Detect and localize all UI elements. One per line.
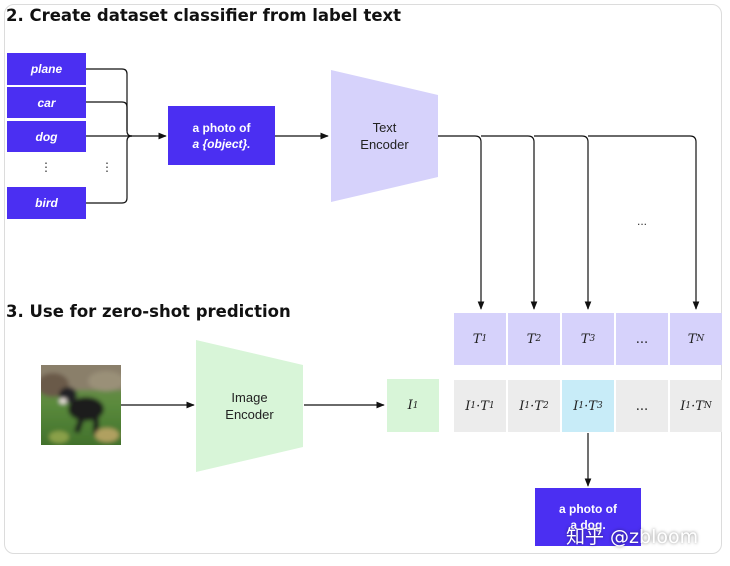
product-b-sub: N <box>703 401 712 411</box>
product-dot: · <box>691 398 696 414</box>
product-b-sub: 2 <box>542 401 549 411</box>
connector-t1 <box>438 135 485 310</box>
product-a-sub: 1 <box>470 401 477 411</box>
connector-tn <box>588 135 700 310</box>
product-a-sub: 1 <box>578 401 585 411</box>
text-feature-base: T <box>526 331 536 347</box>
connector-vdots: ⋮ <box>101 160 113 174</box>
labels-vdots: ⋮ <box>40 160 52 174</box>
connector-t3 <box>534 135 592 310</box>
product-a: I <box>465 398 471 414</box>
text-feature-sub: 1 <box>481 334 488 344</box>
product-dot: · <box>584 398 589 414</box>
watermark-text: 知乎 @zbloom <box>566 526 699 548</box>
label-bird: bird <box>7 187 86 219</box>
label-car: car <box>7 87 86 118</box>
product-b-sub: 1 <box>488 401 495 411</box>
section-2-title: 2. Create dataset classifier from label … <box>6 6 402 25</box>
text-feature-cell: ... <box>616 313 668 365</box>
text-encoder-shape <box>331 70 438 202</box>
label-dog: dog <box>7 121 86 152</box>
text-feature-sub: N <box>696 334 705 344</box>
text-encoder-label: Text Encoder <box>331 119 438 153</box>
image-feature-sub: 1 <box>412 400 419 411</box>
product-a: ... <box>635 398 649 414</box>
prompt-template-box: a photo of a {object}. <box>168 106 275 165</box>
dog-photo-image <box>41 365 121 445</box>
similarity-cell: ... <box>616 380 668 432</box>
text-features-ellipsis: ... <box>636 214 647 228</box>
product-a: I <box>519 398 525 414</box>
text-feature-base: T <box>580 331 590 347</box>
image-feature-base: I <box>407 398 413 413</box>
image-encoder-label: Image Encoder <box>196 389 303 423</box>
result-line-2: a dog. <box>570 518 606 532</box>
text-encoder-line-1: Text <box>372 120 397 135</box>
product-b: T <box>480 398 489 414</box>
product-a: I <box>680 398 686 414</box>
result-line-1: a photo of <box>559 502 617 516</box>
product-a-sub: 1 <box>685 401 692 411</box>
dog-photo <box>41 365 121 445</box>
product-dot: · <box>530 398 535 414</box>
product-dot: · <box>476 398 481 414</box>
connector-t2 <box>481 135 538 310</box>
text-feature-base: T <box>687 331 697 347</box>
product-b-sub: 3 <box>596 401 603 411</box>
product-b: T <box>534 398 543 414</box>
image-encoder-shape <box>196 340 303 472</box>
product-b: T <box>695 398 704 414</box>
image-encoder-line-2: Encoder <box>225 407 274 422</box>
text-feature-base: T <box>472 331 482 347</box>
connector-car <box>86 101 128 131</box>
section-3-title: 3. Use for zero-shot prediction <box>6 302 291 321</box>
product-b: T <box>588 398 597 414</box>
product-a: I <box>573 398 579 414</box>
text-feature-sub: 2 <box>535 334 542 344</box>
prompt-line-2: a {object}. <box>192 136 251 151</box>
text-encoder-line-2: Encoder <box>360 137 409 152</box>
prompt-line-1: a photo of <box>192 120 251 135</box>
image-encoder-line-1: Image <box>231 390 268 405</box>
connector-bird <box>86 135 133 204</box>
prediction-result-box: a photo of a dog. <box>535 488 641 546</box>
label-plane: plane <box>7 53 86 85</box>
text-feature-sub: 3 <box>589 334 596 344</box>
text-feature-base: ... <box>635 331 649 347</box>
product-a-sub: 1 <box>524 401 531 411</box>
